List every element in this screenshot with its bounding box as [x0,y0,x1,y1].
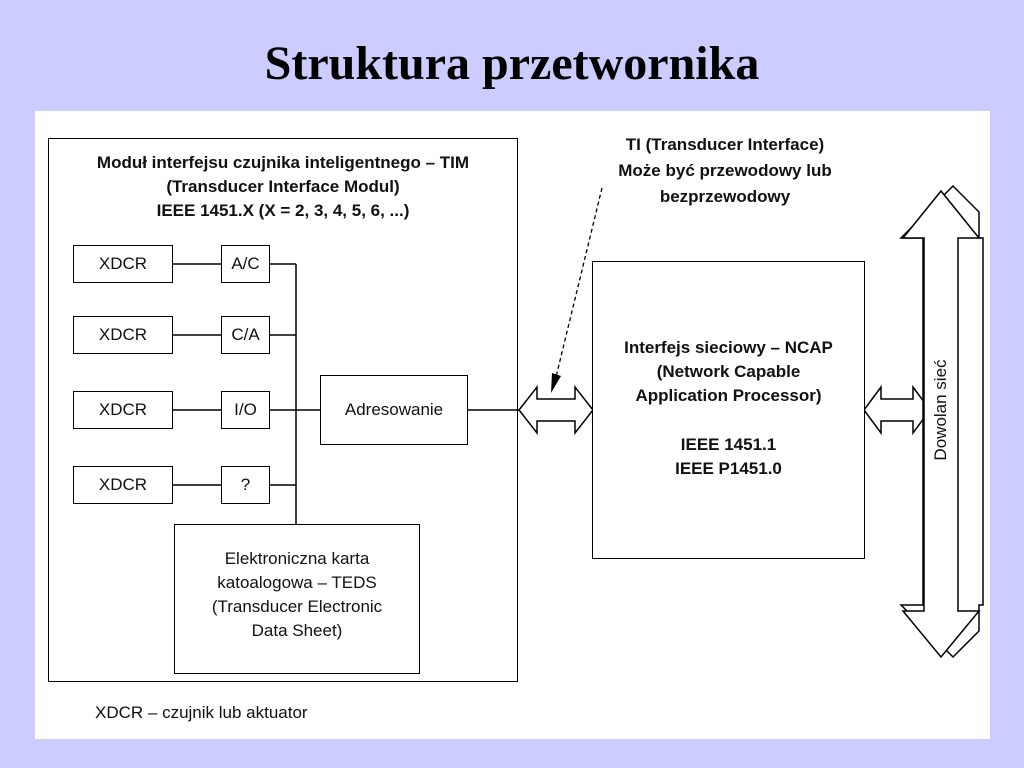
converter-box-ac: A/C [221,245,270,283]
teds-line4: Data Sheet) [251,621,343,640]
ncap-line3: Application Processor) [635,386,822,405]
teds-box [174,524,420,674]
ncap-box [592,261,865,559]
ti-pointer-line [555,187,603,378]
network-label: Dowolan sieć [931,359,950,461]
ncap-line1: Interfejs sieciowy – NCAP [624,338,833,357]
ti-label-line3: bezprzewodowy [659,187,791,206]
converter-label: A/C [231,254,260,273]
xdcr-box-1: XDCR [73,245,173,283]
ncap-line2: (Network Capable [656,362,801,381]
page-title: Struktura przetwornika [264,37,760,90]
xdcr-box-4: XDCR [73,466,173,504]
ti-label-line1: TI (Transducer Interface) [625,135,825,154]
network-arrow-overlay [901,189,981,659]
xdcr-box-3: XDCR [73,391,173,429]
xdcr-label: XDCR [98,325,148,344]
tim-module-box [48,138,518,682]
adresowanie-box: Adresowanie [320,375,468,445]
converter-box-unknown: ? [221,466,270,504]
ncap-line4: IEEE 1451.1 [680,435,777,454]
converter-label: ? [240,475,251,494]
teds-line3: (Transducer Electronic [211,597,383,616]
xdcr-label: XDCR [98,475,148,494]
ti-pointer-head [551,373,561,393]
teds-line2: katoalogowa – TEDS [217,573,377,592]
ncap-line5: IEEE P1451.0 [675,459,782,478]
tim-title-line1: Moduł interfejsu czujnika inteligentnego… [96,153,470,172]
adresowanie-label: Adresowanie [344,400,444,419]
converter-label: I/O [234,400,257,419]
diagram-canvas: Moduł interfejsu czujnika inteligentnego… [35,111,990,739]
converter-box-io: I/O [221,391,270,429]
tim-title-line2: (Transducer Interface Modul) [166,177,400,196]
xdcr-label: XDCR [98,254,148,273]
tim-title-line3: IEEE 1451.X (X = 2, 3, 4, 5, 6, ...) [156,201,410,220]
xdcr-label: XDCR [98,400,148,419]
ti-label-line2: Może być przewodowy lub [618,161,832,180]
teds-line1: Elektroniczna karta [224,549,370,568]
converter-label: C/A [231,325,260,344]
xdcr-box-2: XDCR [73,316,173,354]
converter-box-ca: C/A [221,316,270,354]
footnote: XDCR – czujnik lub aktuator [95,703,308,722]
